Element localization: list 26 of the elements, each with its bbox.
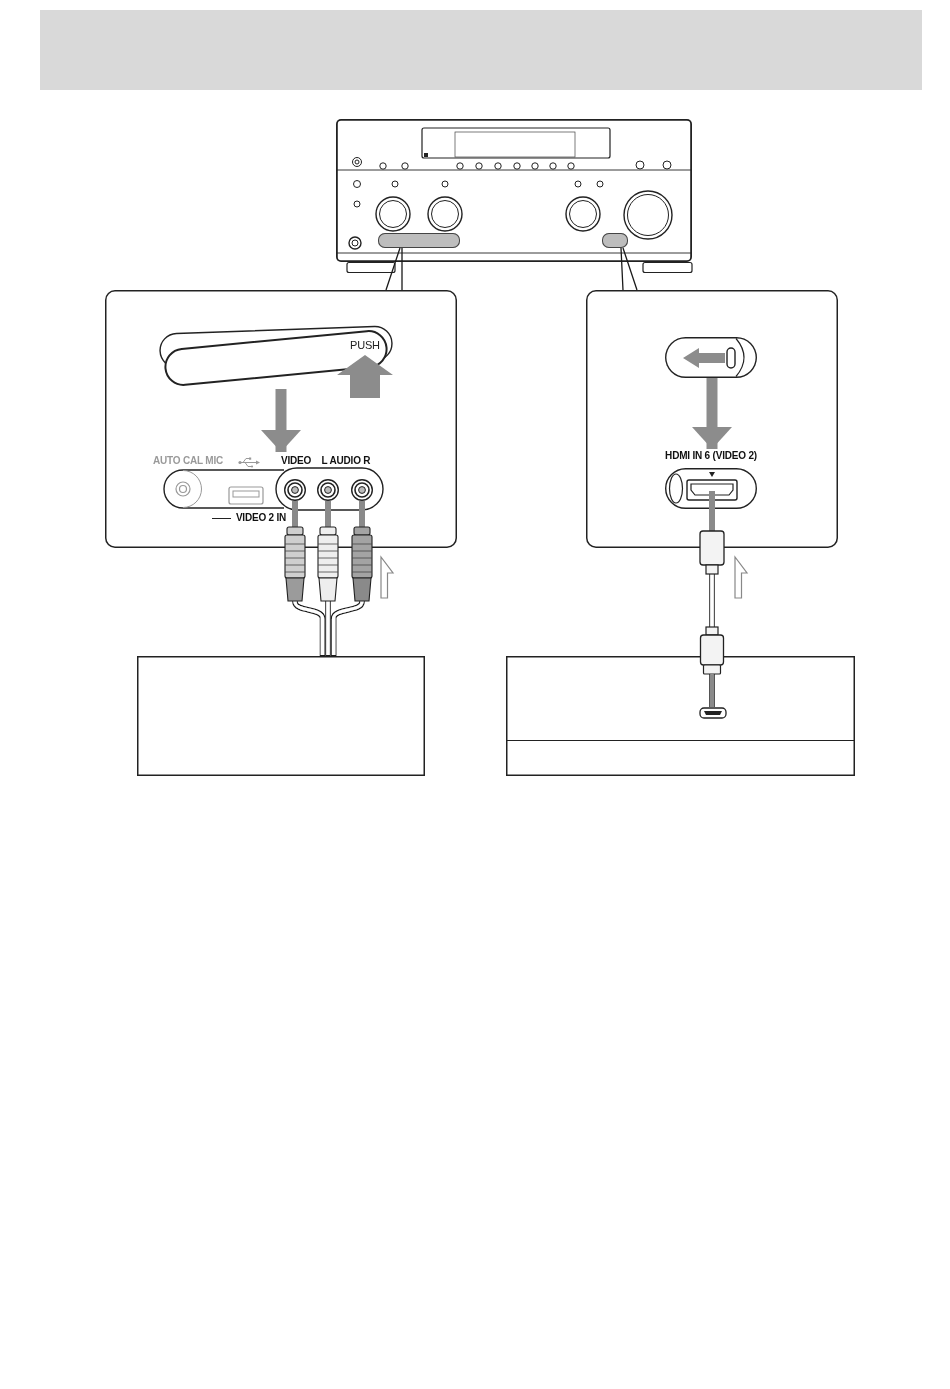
hdmi-cable — [699, 509, 725, 707]
arrow — [261, 389, 301, 452]
rca-cable — [317, 501, 339, 656]
port-label: HDMI IN 6 (VIDEO 2) — [665, 451, 757, 461]
group-label: VIDEO 2 IN — [235, 513, 287, 523]
rca-cable — [330, 501, 373, 656]
jack-label: VIDEO — [280, 456, 312, 466]
device-box — [137, 656, 425, 776]
hdmi-port — [685, 471, 739, 509]
slide-cover — [665, 337, 757, 378]
callout-box — [586, 290, 838, 548]
header-band — [40, 10, 922, 90]
arrow — [692, 378, 732, 449]
device-box — [506, 656, 855, 776]
jack-label: L AUDIO R — [321, 456, 371, 466]
leader-line — [385, 247, 403, 291]
jack-label: AUTO CAL MIC — [153, 456, 223, 466]
input-cover-panel — [378, 233, 460, 248]
callout-box — [105, 290, 457, 548]
rca-jack — [284, 479, 306, 501]
leader-line — [620, 247, 638, 291]
push-label: PUSH — [350, 340, 380, 351]
rca-jack — [317, 479, 339, 501]
hdmi-port — [699, 707, 727, 719]
input-cover-panel — [602, 233, 628, 248]
rca-jack — [351, 479, 373, 501]
